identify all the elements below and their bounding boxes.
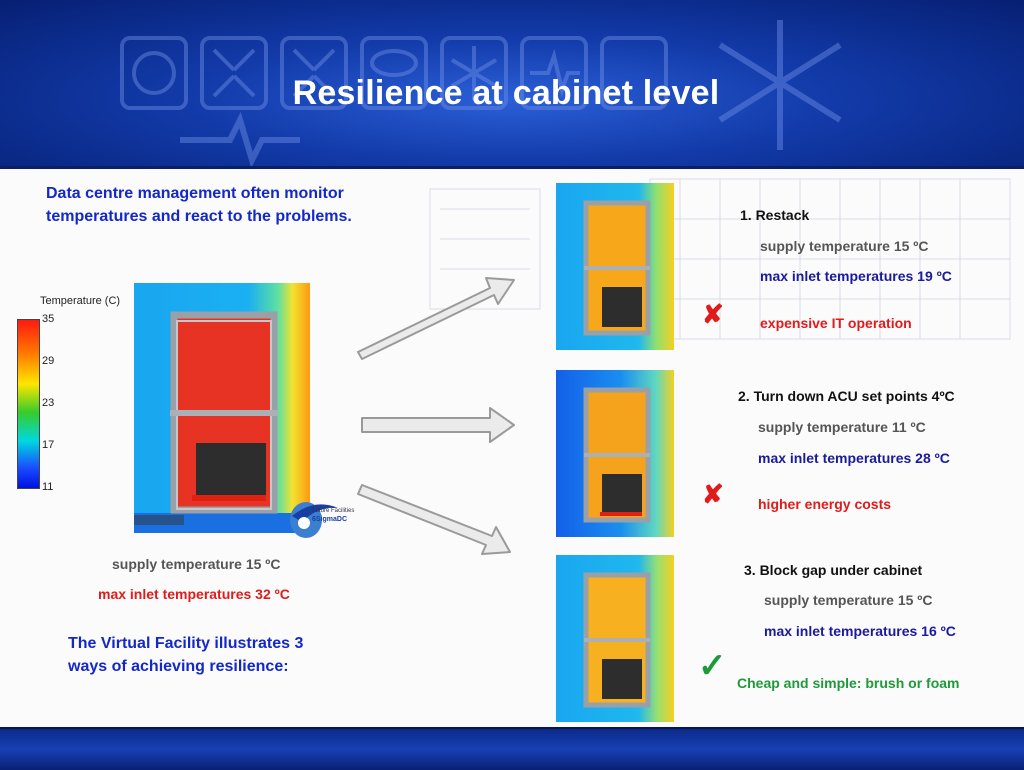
- option-2-cross-icon: ✘: [702, 479, 724, 509]
- legend-tick-29: 29: [42, 355, 55, 367]
- header-banner: Resilience at cabinet level: [0, 0, 1024, 169]
- legend-tick-23: 23: [42, 397, 55, 409]
- arrow-to-option-1: [357, 277, 515, 360]
- legend-tick-35: 35: [42, 313, 55, 325]
- option-2-supply: supply temperature 11 ºC: [758, 419, 926, 435]
- conclusion-line-2: ways of achieving resilience:: [68, 658, 289, 675]
- option-1-heading: 1. Restack: [740, 207, 810, 223]
- option-1-max-inlet: max inlet temperatures 19 ºC: [760, 268, 952, 284]
- pulse-icon: [520, 36, 588, 110]
- page-title: Resilience at cabinet level: [292, 74, 720, 112]
- baseline-max-inlet-temperature: max inlet temperatures 32 ºC: [98, 586, 290, 602]
- option-2-verdict: higher energy costs: [758, 496, 892, 512]
- refresh-icon: [120, 36, 188, 110]
- arrow-to-option-3: [357, 484, 511, 555]
- compress-icon: [200, 36, 268, 110]
- logo-line-2: 6SigmaDC: [312, 516, 348, 523]
- refresh-icon-circle: [132, 51, 176, 95]
- puzzle-icon: [600, 36, 668, 110]
- arrows-group: [357, 277, 515, 555]
- blueprint-watermark: [429, 178, 1011, 340]
- option-1-verdict: expensive IT operation: [760, 315, 912, 331]
- option-3-verdict: Cheap and simple: brush or foam: [737, 675, 960, 691]
- baseline-supply-temperature: supply temperature 15 ºC: [112, 556, 281, 572]
- baseline-cabinet-thermal-image: [134, 283, 310, 533]
- option-3-cabinet-thermal-image: [556, 555, 674, 722]
- eye-icon: [360, 36, 428, 110]
- option-3-max-inlet: max inlet temperatures 16 ºC: [764, 623, 956, 639]
- intro-line-2: temperatures and react to the problems.: [46, 208, 352, 225]
- footer-bar: [0, 727, 1024, 770]
- option-2-cabinet-thermal-image: [556, 370, 674, 537]
- temperature-legend-bar: [17, 319, 40, 489]
- conclusion-line-1: The Virtual Facility illustrates 3: [68, 635, 304, 652]
- option-3-heading: 3. Block gap under cabinet: [744, 562, 923, 578]
- intro-line-1: Data centre management often monitor: [46, 185, 344, 202]
- logo-line-1: Future Facilities: [312, 508, 355, 514]
- option-3-check-icon: ✓: [698, 647, 727, 685]
- arrow-to-option-2: [361, 407, 515, 443]
- expand-icon: [280, 36, 348, 110]
- option-2-heading: 2. Turn down ACU set points 4ºC: [738, 388, 955, 404]
- legend-tick-17: 17: [42, 439, 55, 451]
- option-1-cross-icon: ✘: [702, 299, 724, 329]
- legend-title: Temperature (C): [40, 295, 121, 307]
- option-1-cabinet-thermal-image: [556, 183, 674, 350]
- header-decorative-icons: [120, 20, 842, 166]
- option-3-supply: supply temperature 15 ºC: [764, 592, 933, 608]
- 6sigmadc-logo: [290, 502, 338, 538]
- snowflake-icon: [440, 36, 508, 110]
- option-2-max-inlet: max inlet temperatures 28 ºC: [758, 450, 950, 466]
- legend-tick-11: 11: [42, 481, 54, 493]
- option-1-supply: supply temperature 15 ºC: [760, 238, 929, 254]
